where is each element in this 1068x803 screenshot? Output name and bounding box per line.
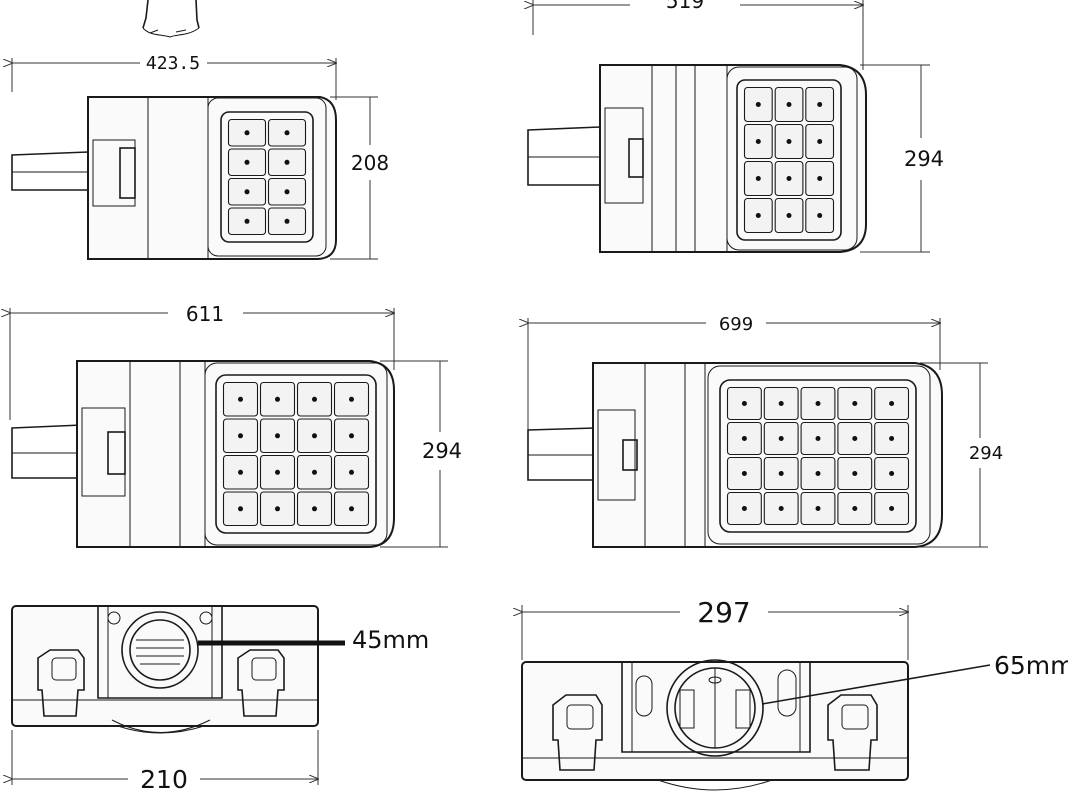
led-screw: [852, 471, 858, 476]
led-screw: [284, 218, 290, 224]
led-screw: [817, 102, 823, 107]
led-screw: [275, 396, 280, 402]
led-screw: [755, 139, 761, 144]
dim-mid-left-height: 294: [422, 439, 462, 463]
led-screw: [755, 176, 761, 181]
led-screw: [275, 469, 280, 475]
dim-top-left-height: 208: [351, 151, 389, 175]
led-screw: [312, 469, 317, 475]
led-screw: [349, 506, 354, 512]
led-screw: [786, 213, 792, 218]
led-screw: [741, 506, 747, 511]
led-screw: [284, 189, 290, 195]
view-top-right: [528, 0, 930, 253]
led-screw: [312, 433, 317, 439]
led-screw: [778, 471, 784, 476]
led-screw: [244, 189, 250, 195]
led-screw: [275, 506, 280, 512]
led-screw: [778, 436, 784, 441]
led-screw: [815, 506, 821, 511]
dim-bottom-right-pole: 65mm: [994, 651, 1068, 680]
clamp-detail: [142, 0, 200, 38]
led-screw: [238, 396, 243, 402]
led-screw: [815, 471, 821, 476]
dim-bottom-left-pole: 45mm: [352, 626, 429, 654]
led-screw: [244, 159, 250, 165]
led-screw: [852, 506, 858, 511]
led-screw: [817, 139, 823, 144]
led-screw: [817, 176, 823, 181]
view-bottom-left: [12, 605, 345, 785]
led-screw: [741, 436, 747, 441]
led-screw: [741, 471, 747, 476]
view-bottom-right: [522, 605, 991, 791]
led-screw: [815, 436, 821, 441]
led-screw: [778, 506, 784, 511]
led-screw: [284, 159, 290, 165]
led-screw: [349, 469, 354, 475]
dim-top-right-width: 519: [666, 0, 704, 13]
led-screw: [786, 102, 792, 107]
view-middle-left: [10, 308, 448, 548]
led-screw: [786, 139, 792, 144]
dim-bottom-right-width: 297: [697, 596, 750, 629]
led-screw: [238, 469, 243, 475]
led-screw: [889, 401, 895, 406]
dim-top-right-height: 294: [904, 147, 944, 171]
led-screw: [349, 433, 354, 439]
led-screw: [778, 401, 784, 406]
led-screw: [755, 213, 761, 218]
led-screw: [244, 218, 250, 224]
view-middle-right: [528, 318, 988, 548]
led-screw: [852, 436, 858, 441]
led-screw: [284, 130, 290, 136]
led-screw: [312, 506, 317, 512]
led-screw: [741, 401, 747, 406]
dim-top-left-width: 423.5: [146, 53, 200, 74]
led-screw: [755, 102, 761, 107]
dim-mid-right-width: 699: [719, 314, 753, 335]
led-screw: [238, 433, 243, 439]
led-screw: [275, 433, 280, 439]
dim-bottom-left-width: 210: [140, 765, 188, 794]
led-screw: [889, 436, 895, 441]
led-screw: [852, 401, 858, 406]
led-screw: [238, 506, 243, 512]
led-screw: [349, 396, 354, 402]
led-screw: [312, 396, 317, 402]
led-screw: [889, 471, 895, 476]
dim-mid-right-height: 294: [969, 443, 1003, 464]
dim-mid-left-width: 611: [186, 302, 224, 326]
led-screw: [815, 401, 821, 406]
led-screw: [889, 506, 895, 511]
led-screw: [817, 213, 823, 218]
view-top-left: [12, 58, 378, 260]
led-screw: [786, 176, 792, 181]
led-screw: [244, 130, 250, 136]
